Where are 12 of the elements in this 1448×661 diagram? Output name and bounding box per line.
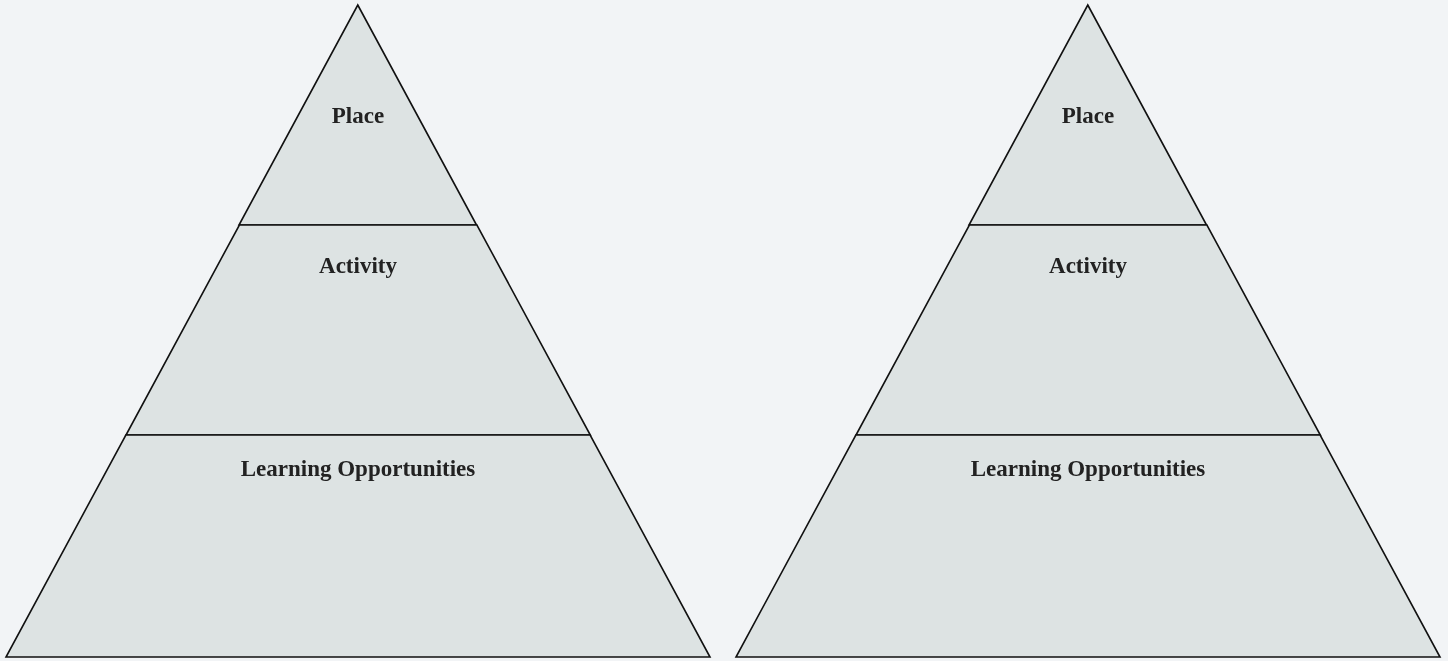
pyramid-tier: [6, 435, 710, 657]
pyramid-tier: [969, 5, 1207, 225]
tier-label: Learning Opportunities: [240, 456, 476, 482]
pyramid-tier: [239, 5, 477, 225]
pyramid-tier: [736, 435, 1440, 657]
tier-label: Learning Opportunities: [970, 456, 1206, 482]
tier-label: Activity: [1049, 253, 1127, 279]
tier-label: Place: [1061, 103, 1115, 129]
pyramid-tier: [125, 225, 591, 435]
pyramid-tier: [855, 225, 1321, 435]
tier-label: Place: [331, 103, 385, 129]
tier-label: Activity: [319, 253, 397, 279]
